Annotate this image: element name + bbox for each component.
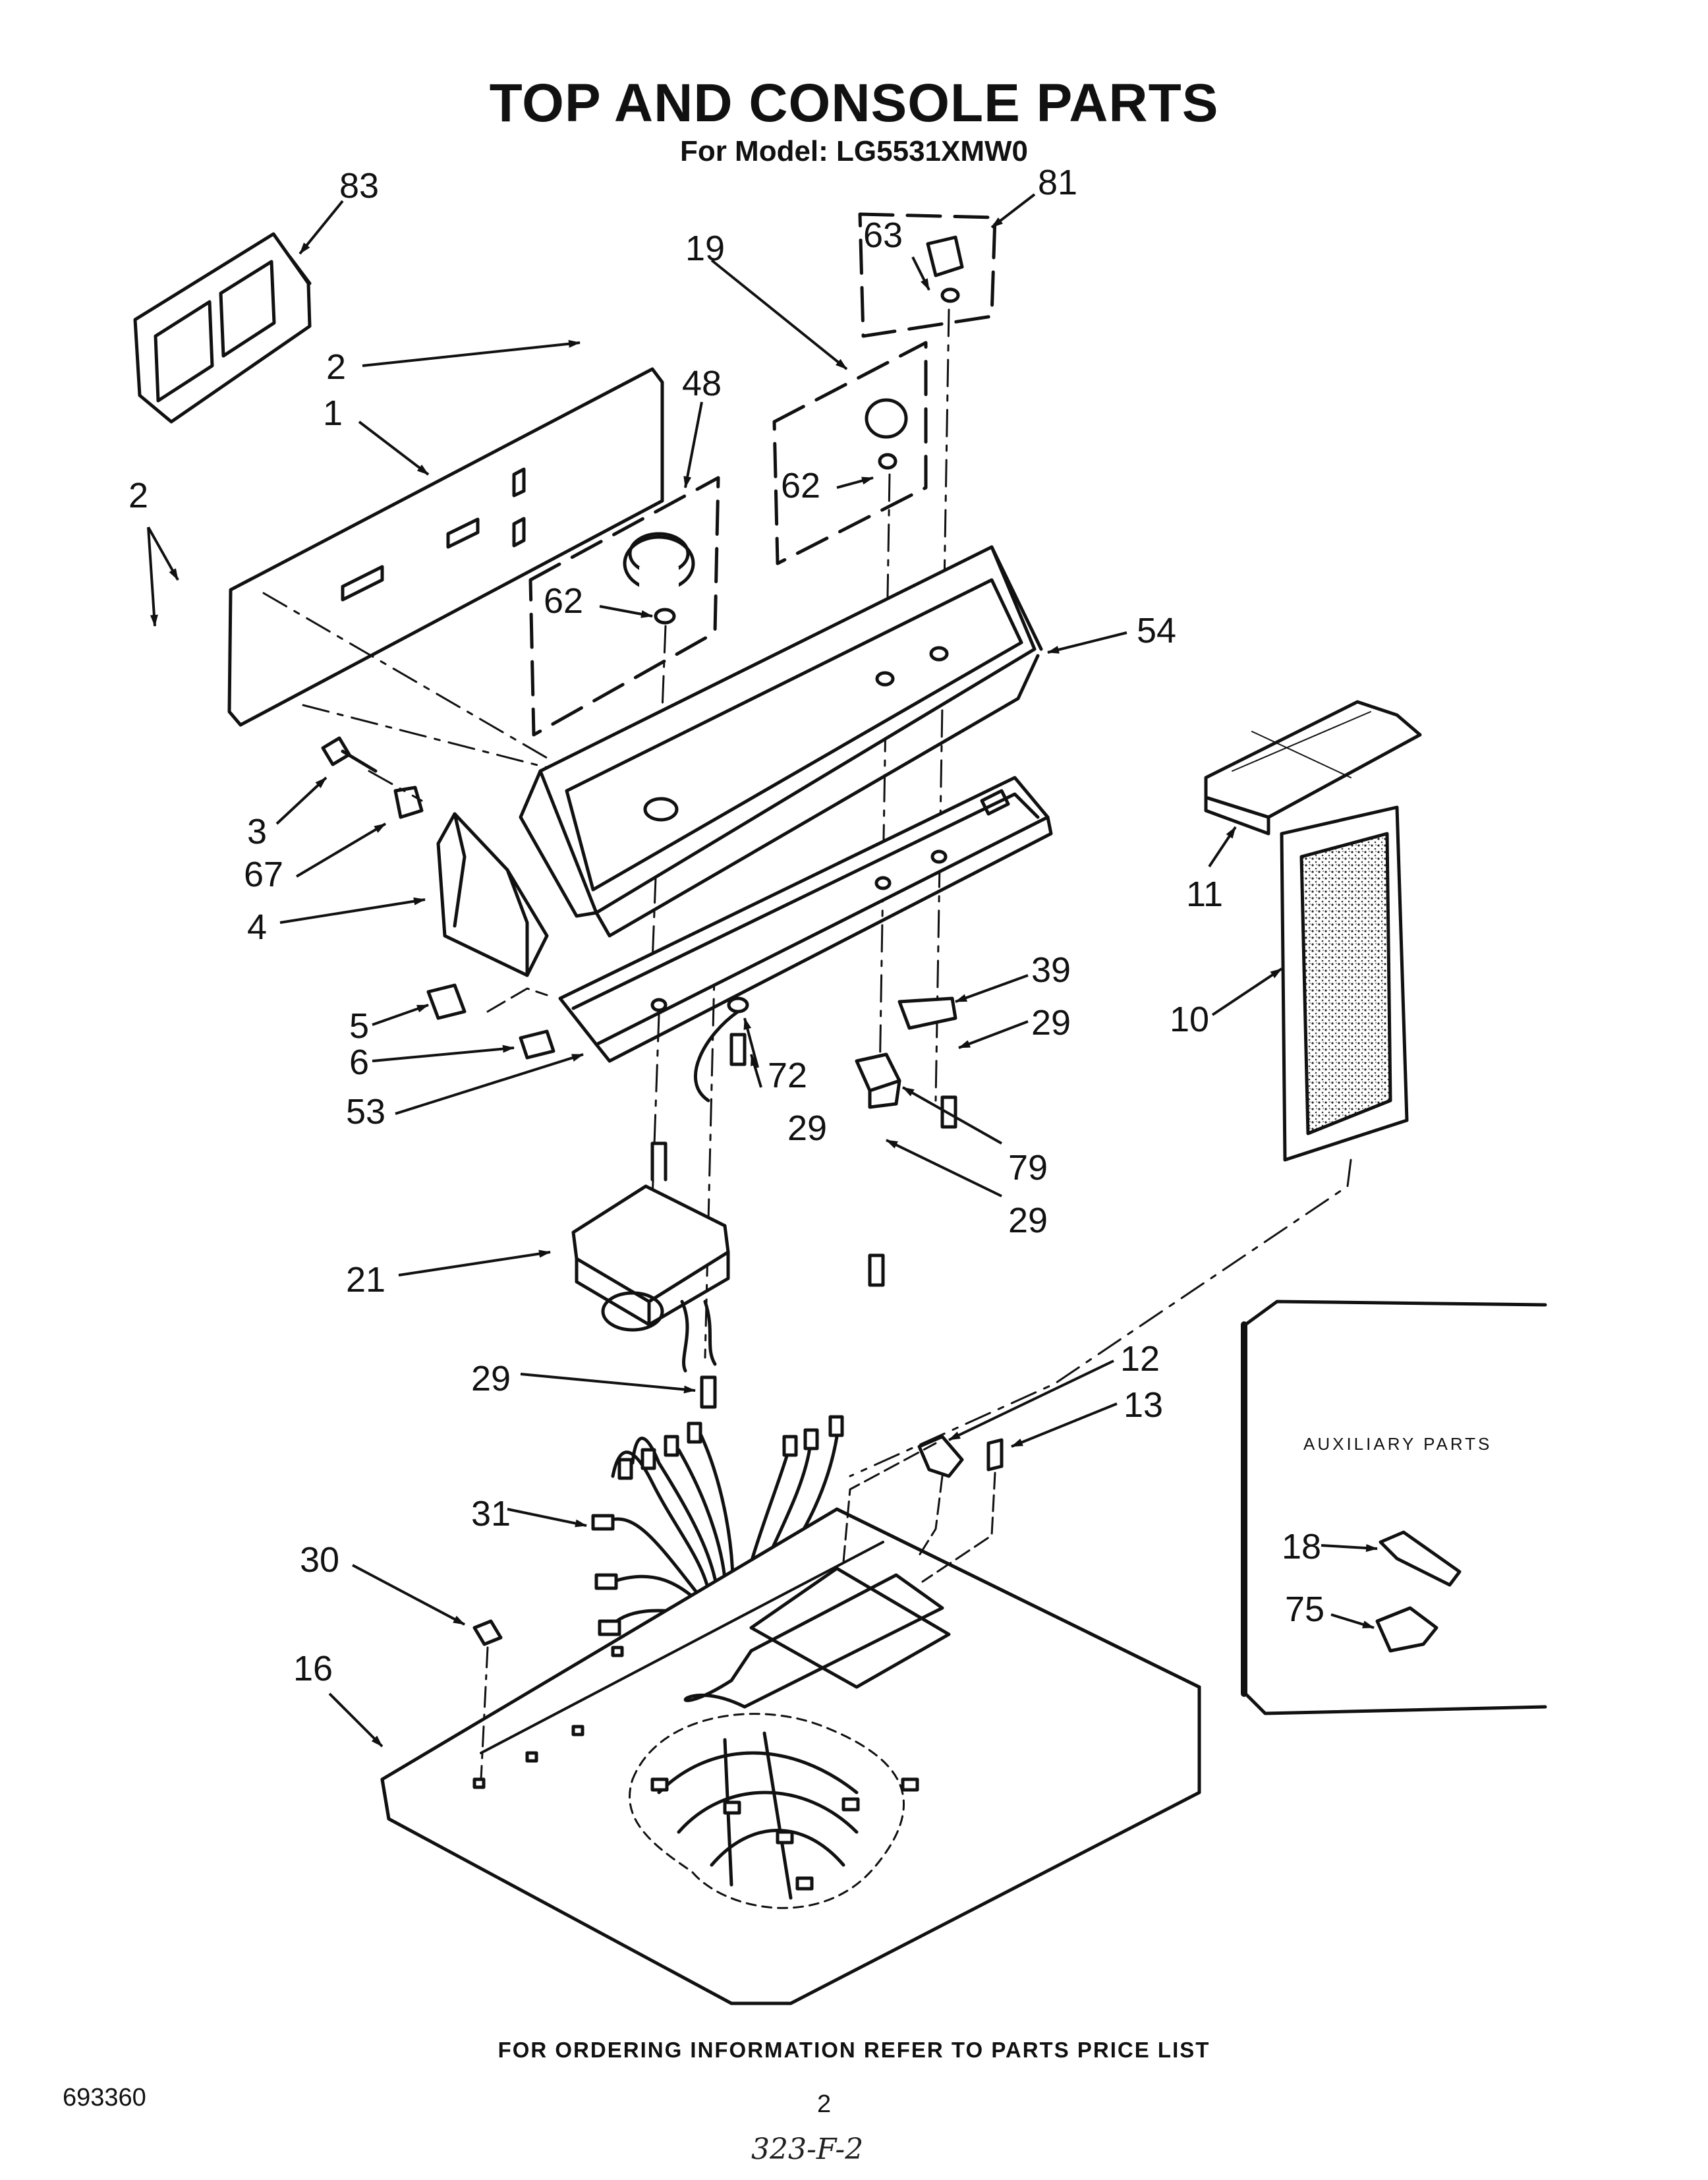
handwritten-code: 323-F-2 [751,2133,864,2166]
callout-2b: 2 [128,476,148,515]
document-number: 693360 [63,2084,146,2111]
part-10-lint-screen [1280,805,1409,1162]
callout-67: 67 [244,855,283,894]
callout-6: 6 [349,1043,369,1082]
part-83-bracket [133,232,312,424]
callout-29a: 29 [1031,1003,1071,1043]
part-3-screw [321,736,378,773]
auxiliary-parts-title: AUXILIARY PARTS [1303,1434,1493,1454]
part-13-screw [986,1438,1004,1472]
part-54-console-housing [519,545,1043,938]
callout-4: 4 [247,907,267,947]
callout-39: 39 [1031,950,1071,990]
callout-18: 18 [1282,1527,1321,1566]
callout-81: 81 [1038,163,1077,202]
callout-83: 83 [339,166,379,206]
callout-29c: 29 [1008,1201,1048,1240]
callout-5: 5 [349,1006,369,1046]
callout-3: 3 [247,812,267,851]
part-4-end-cap [436,812,549,977]
part-48-knob-group [528,476,720,737]
callout-54: 54 [1137,611,1176,650]
part-16-top-panel [380,1507,1201,2005]
callout-21: 21 [346,1260,385,1300]
callout-30: 30 [300,1540,339,1580]
callout-2a: 2 [326,347,346,387]
part-81-knob-group [858,212,997,338]
callout-62a: 62 [781,466,820,505]
callout-16: 16 [293,1649,333,1688]
callout-12: 12 [1120,1339,1160,1379]
part-72-grommet [727,996,749,1014]
part-18-terminal [1379,1530,1462,1587]
part-39-bracket [897,996,957,1030]
part-75-connector [1375,1606,1438,1653]
callout-75: 75 [1285,1590,1324,1629]
callout-29d: 29 [471,1359,511,1398]
model-subtitle: For Model: LG5531XMW0 [679,135,1029,167]
callout-13: 13 [1124,1385,1163,1425]
part-21-timer [571,1141,730,1373]
page-number: 2 [817,2090,832,2118]
auxiliary-parts-box [1241,1300,1547,1715]
callout-10: 10 [1170,1000,1209,1039]
part-29-screw [700,1033,957,1409]
part-11-lint-cover [1204,700,1422,836]
part-6-plug [519,1029,555,1060]
part-30-plug [472,1619,503,1646]
callout-62b: 62 [544,581,583,621]
callout-53: 53 [346,1092,385,1132]
part-53-lower-rail [558,776,1053,1063]
part-5-clip [426,983,467,1020]
page-title: TOP AND CONSOLE PARTS [489,73,1219,133]
callout-31: 31 [471,1494,511,1534]
callout-63: 63 [863,215,903,255]
part-19-knob-group [772,341,928,565]
callout-19: 19 [685,229,725,268]
part-79-switch [855,1052,901,1109]
ordering-note: FOR ORDERING INFORMATION REFER TO PARTS … [498,2038,1210,2062]
callout-1: 1 [323,393,343,433]
callout-72: 72 [768,1056,807,1095]
part-67-clip [393,786,424,819]
callout-29b: 29 [787,1108,827,1148]
callout-11: 11 [1186,875,1223,914]
callout-79: 79 [1008,1148,1048,1188]
callout-48: 48 [682,364,722,403]
